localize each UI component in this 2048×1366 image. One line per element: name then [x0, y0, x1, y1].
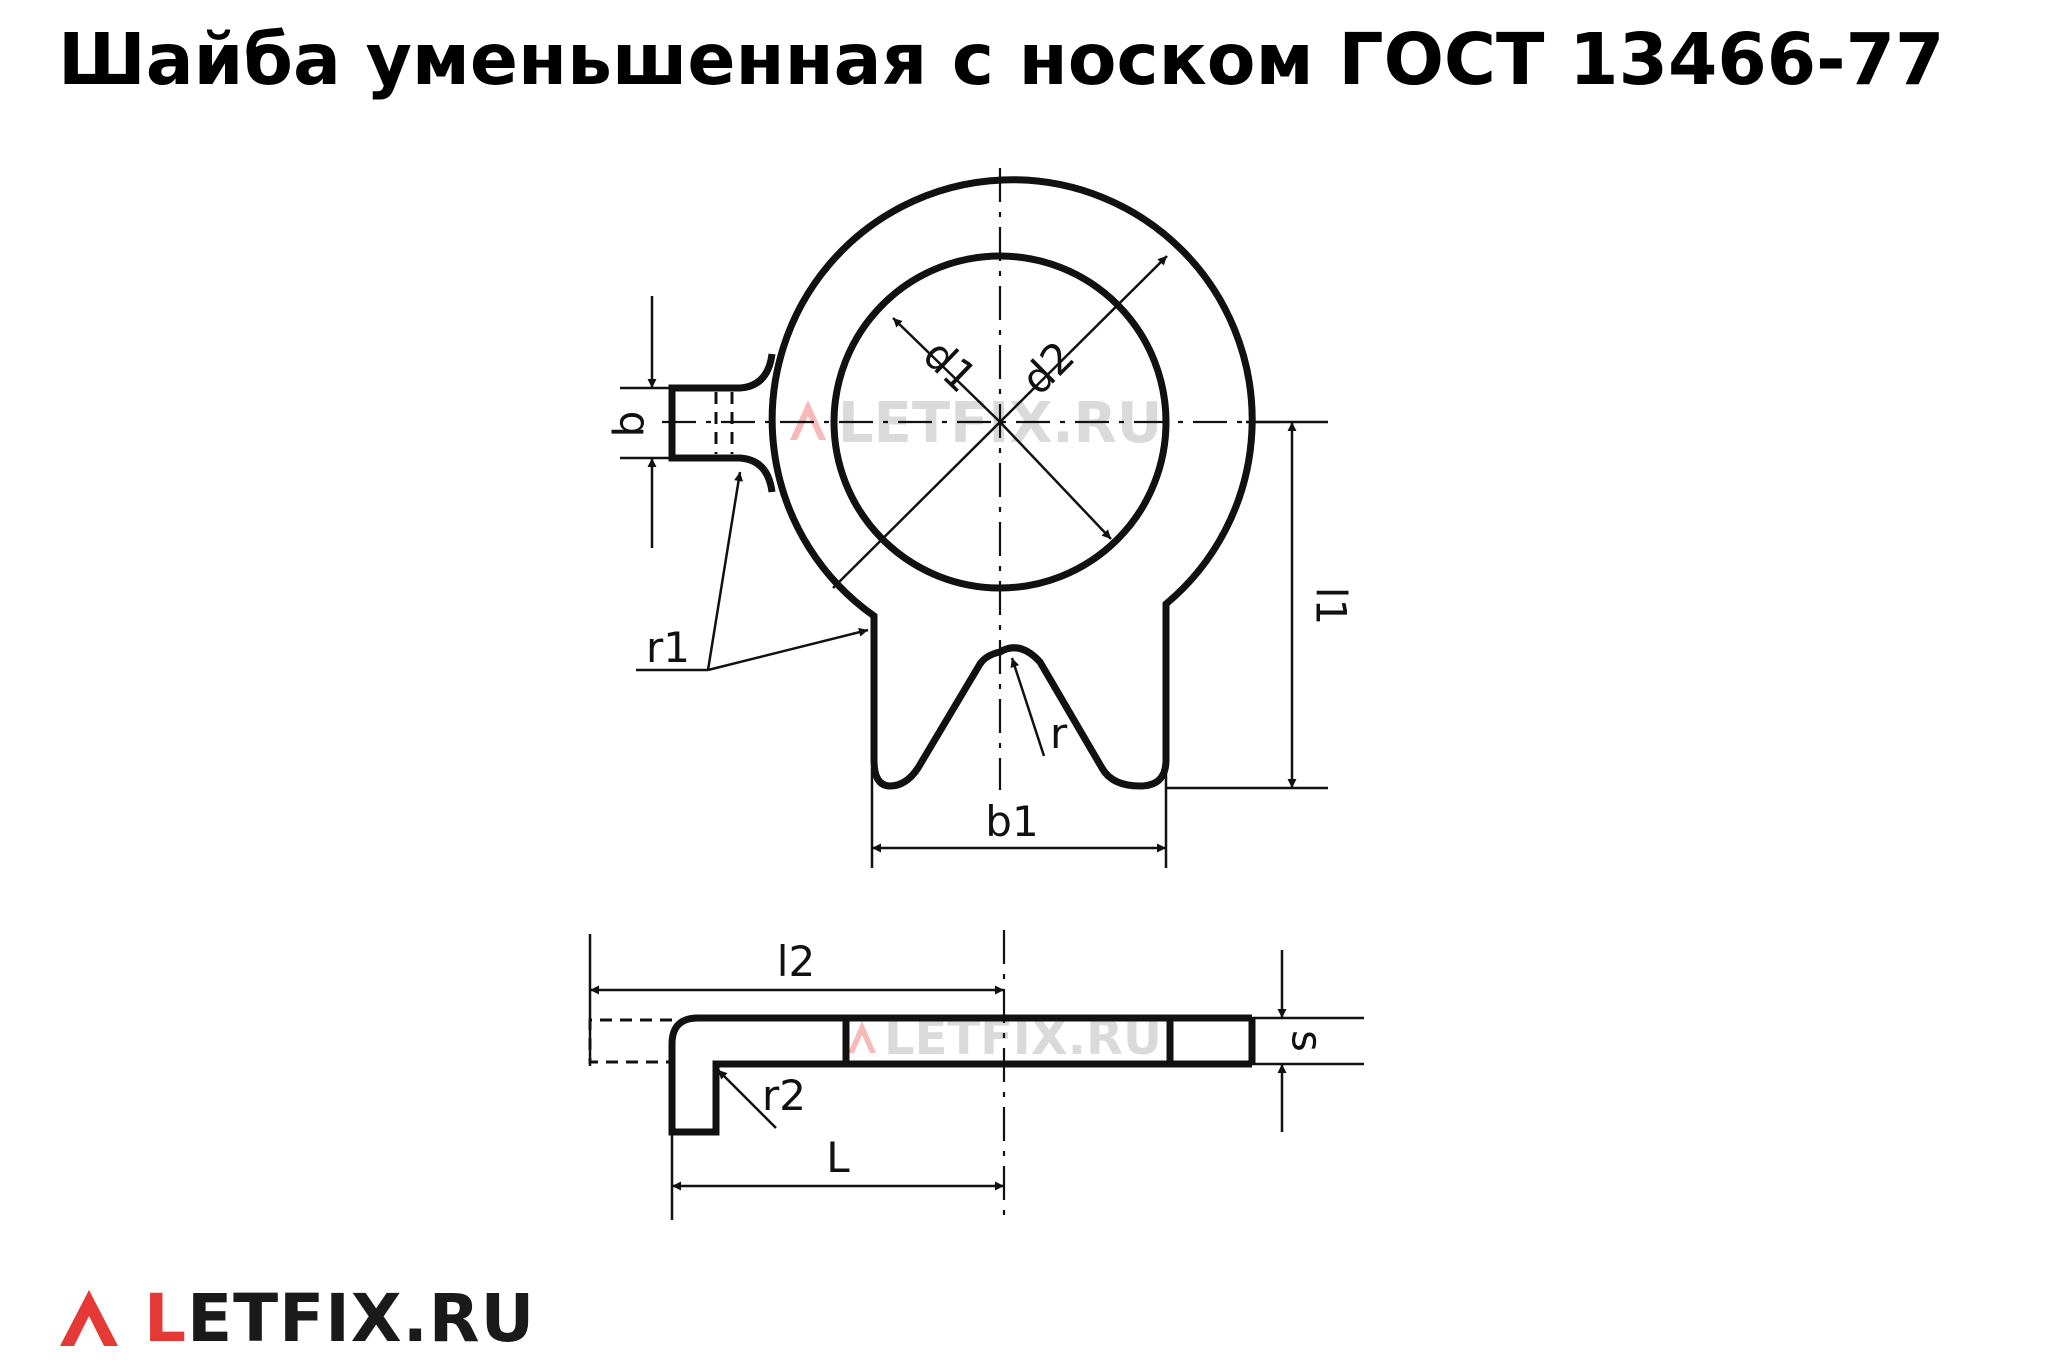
- logo-text: LETFIX.RU: [144, 1280, 535, 1357]
- logo-first-letter: L: [144, 1279, 188, 1357]
- label-b: b: [605, 411, 654, 438]
- label-l1: l1: [1307, 587, 1356, 625]
- page-title: Шайба уменьшенная с носком ГОСТ 13466-77: [58, 18, 1945, 101]
- label-L: L: [826, 1133, 850, 1182]
- dimension-l2: l2: [588, 934, 1004, 1066]
- nose-tab-top: [668, 353, 776, 493]
- dimension-s: s: [1252, 950, 1364, 1132]
- washer-outer-contour: [768, 176, 1256, 790]
- label-l2: l2: [777, 937, 815, 986]
- caret-up-icon: [60, 1290, 118, 1346]
- washer-top-view: [662, 168, 1280, 790]
- label-s: s: [1283, 1030, 1332, 1052]
- washer-side-view: [588, 930, 1256, 1218]
- dimension-r1: r1: [636, 471, 869, 672]
- side-alt-nose-dashed: [588, 1018, 672, 1064]
- dimension-b: b: [605, 296, 672, 548]
- dimension-r: r: [1010, 657, 1068, 758]
- dimension-r2: r2: [717, 1069, 806, 1129]
- dimension-l1: l1: [1166, 420, 1356, 790]
- side-profile: [668, 1014, 1252, 1136]
- label-r: r: [1050, 709, 1068, 758]
- label-r1: r1: [646, 623, 690, 672]
- label-b1: b1: [985, 797, 1038, 846]
- dimension-L: L: [670, 1132, 1004, 1220]
- brand-logo: LETFIX.RU: [56, 1280, 535, 1357]
- logo-rest: ETFIX.RU: [187, 1279, 536, 1357]
- dimension-b1: b1: [870, 768, 1168, 868]
- label-r2: r2: [762, 1071, 806, 1120]
